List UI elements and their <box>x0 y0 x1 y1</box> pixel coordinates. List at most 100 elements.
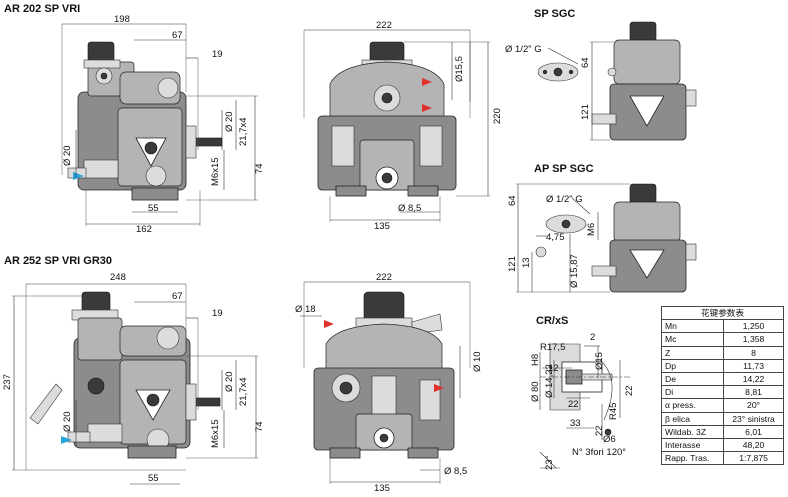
row-value: 23° sinistra <box>723 411 784 426</box>
dim-sp-sgc-121: 121 <box>580 104 591 120</box>
dim-cr-22-right: 22 <box>624 385 635 396</box>
dims-front-bottom <box>300 281 471 484</box>
dim-55-bottom: 55 <box>148 473 159 484</box>
title-ap-sp-sgc: AP SP SGC <box>534 163 594 175</box>
row-value: 1,250 <box>723 319 784 334</box>
dim-67-bottom: 67 <box>172 291 183 302</box>
dims-front-top <box>303 29 490 222</box>
dim-19-bottom: 19 <box>212 308 223 319</box>
dim-237: 237 <box>2 374 13 390</box>
dim-dia10: Ø 10 <box>472 351 483 372</box>
dim-cr-dia15: Ø15 <box>594 352 605 370</box>
row-label: Mn <box>660 319 725 334</box>
dim-198: 198 <box>114 14 130 25</box>
dim-135-bottom: 135 <box>374 483 390 494</box>
dim-cr-2: 2 <box>590 332 595 343</box>
dim-cr-dia80: Ø 80 <box>530 381 541 402</box>
row-label: Wildab. 3Z <box>660 424 725 439</box>
row-label: De <box>660 371 725 387</box>
pump-side-view-ar252 <box>29 291 221 459</box>
dim-dia8-5-top: Ø 8,5 <box>398 203 421 214</box>
dim-74-bottom: 74 <box>254 421 265 432</box>
dim-dia18: Ø 18 <box>295 304 316 315</box>
row-value: 1:7,875 <box>723 451 784 466</box>
dim-dia15-5: Ø15,5 <box>454 56 465 82</box>
dim-74: 74 <box>254 163 265 174</box>
pump-front-view-top <box>317 41 457 197</box>
row-value: 11,73 <box>723 358 784 373</box>
dim-cr-22-mid: 22 <box>568 399 579 410</box>
dim-cr-33: 33 <box>570 418 581 429</box>
dim-sp-sgc-64: 64 <box>580 57 591 68</box>
row-label: Dp <box>660 358 725 373</box>
dim-cr-r45: R45 <box>608 403 619 420</box>
table-row: α press.20° <box>660 398 784 413</box>
dim-spline-bottom: 21,7x4 <box>238 377 249 406</box>
pump-ap-sp-sgc <box>535 183 697 293</box>
pump-sp-sgc <box>537 21 697 141</box>
dim-67: 67 <box>172 30 183 41</box>
dim-162: 162 <box>136 224 152 235</box>
dim-sp-sgc-half-g: Ø 1/2" G <box>505 44 542 55</box>
dim-dia20-shaft: Ø 20 <box>224 111 235 132</box>
dim-cr-23deg: 23° <box>544 455 555 470</box>
dim-248: 248 <box>110 272 126 283</box>
dim-ap-m6: M6 <box>586 223 597 236</box>
title-ar252: AR 252 SP VRI GR30 <box>4 255 113 267</box>
row-label: α press. <box>660 398 725 413</box>
dim-222-top: 222 <box>376 20 392 31</box>
title-cr-xs: CR/xS <box>536 315 569 327</box>
row-value: 8,81 <box>723 385 784 400</box>
dim-ap-121: 121 <box>507 256 518 272</box>
row-label: Mc <box>660 332 725 347</box>
row-value: 8 <box>723 345 784 360</box>
dim-135-top: 135 <box>374 221 390 232</box>
title-sp-sgc: SP SGC <box>534 8 576 20</box>
row-value: 14,22 <box>723 371 784 387</box>
row-value: 6,01 <box>723 424 784 439</box>
dim-55: 55 <box>148 203 159 214</box>
row-label: Z <box>660 345 725 360</box>
dim-ap-4-75: 4,75 <box>546 232 565 243</box>
dim-dia20-inlet: Ø 20 <box>62 145 73 166</box>
dims-ar202 <box>61 23 258 226</box>
row-label: β elica <box>660 411 725 426</box>
dim-ap-13: 13 <box>521 257 532 268</box>
row-label: Di <box>660 385 725 400</box>
row-value: 20° <box>723 398 784 413</box>
dim-dia20-shaft-bottom: Ø 20 <box>224 371 235 392</box>
dim-cr-h8: H8 <box>530 354 541 366</box>
dim-cr-dia14-22: Ø 14,22 <box>544 364 555 398</box>
dim-m6x15-bottom: M6x15 <box>210 419 221 448</box>
cr-xs-flange-detail <box>539 343 630 469</box>
dim-ap-64: 64 <box>507 195 518 206</box>
dim-m6x15: M6x15 <box>210 157 221 186</box>
dim-dia20-inlet-bottom: Ø 20 <box>62 411 73 432</box>
pump-front-view-bottom <box>313 291 455 459</box>
spline-table-header: 花键参数表 <box>661 305 784 321</box>
dims-ap-sp-sgc <box>516 183 630 293</box>
dims-sp-sgc <box>547 41 614 141</box>
dim-dia8-5-bottom: Ø 8,5 <box>444 466 467 477</box>
dim-cr-22-bottom: 22 <box>594 425 605 436</box>
row-label: Interasse <box>660 437 725 453</box>
dim-220: 220 <box>492 108 503 124</box>
dim-19: 19 <box>212 49 223 60</box>
table-row: Rapp. Tras.1:7,875 <box>660 451 784 466</box>
title-ar202: AR 202 SP VRI <box>4 3 81 15</box>
dim-cr-holes: N° 3fori 120° <box>572 447 626 458</box>
dims-ar252 <box>12 283 258 485</box>
pump-side-view-ar202 <box>67 41 223 201</box>
dim-222-bottom: 222 <box>376 272 392 283</box>
